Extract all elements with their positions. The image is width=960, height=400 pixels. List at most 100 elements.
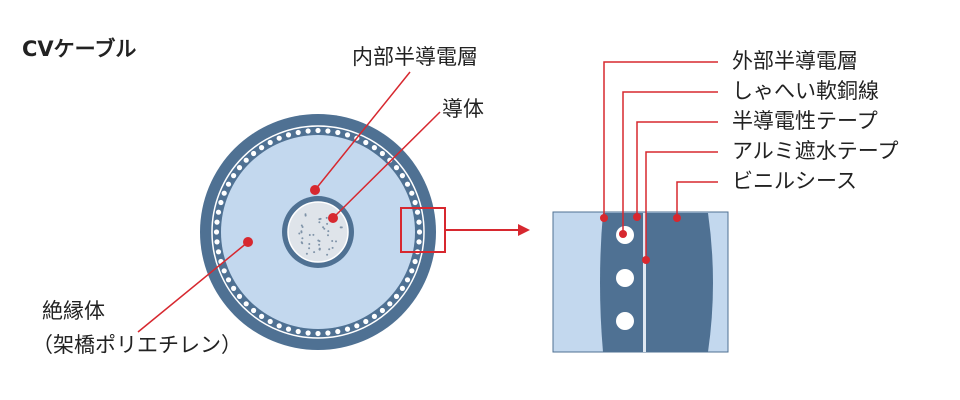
shield-wire-dot — [276, 323, 282, 329]
shield-wire-dot — [325, 330, 331, 336]
conductor-strand-dot — [308, 234, 311, 236]
shield-wire-dot — [231, 173, 237, 179]
shield-wire-dot — [354, 323, 360, 329]
conductor-strand-dot — [322, 226, 325, 229]
conductor-strand-dot — [312, 233, 315, 236]
shield-wire-dot — [416, 219, 422, 225]
shield-wire-dot — [213, 229, 220, 235]
conductor-strand-dot — [318, 218, 321, 221]
conductor-strand-dot — [305, 252, 308, 255]
shield-wire-dot — [344, 132, 351, 138]
conductor-strand-dot — [318, 221, 321, 224]
shield-wire-dot — [221, 268, 227, 274]
label-aluminum-tape: アルミ遮水テープ — [732, 139, 899, 163]
conductor-strand-dot — [327, 234, 329, 237]
conductor-strand-dot — [300, 224, 303, 227]
detail-aluminum-tape — [643, 213, 646, 352]
shield-wire-dot — [404, 181, 411, 187]
shield-wire-dot — [285, 132, 292, 138]
conductor-strand-dot — [323, 227, 326, 230]
detail-semiconductive-tape — [638, 213, 643, 352]
shield-wire-dot — [243, 301, 249, 307]
conductor-strand-dot — [331, 246, 334, 249]
conductor-strands — [298, 213, 343, 256]
shield-wire-dot — [295, 328, 301, 335]
shield-wire-dot — [259, 313, 265, 319]
shield-wire-dot — [214, 219, 220, 225]
shield-wire-dot — [218, 199, 224, 206]
leader-dots-right — [600, 213, 681, 264]
detail-vinyl-sheath — [646, 213, 713, 352]
shield-wire-dot — [371, 145, 377, 151]
shield-wire-dots — [213, 127, 423, 337]
label-outer-semiconductive: 外部半導電層 — [732, 49, 858, 73]
shield-wire-dot — [267, 318, 273, 325]
shield-wire-dot — [231, 285, 237, 291]
conductor-strand-dot — [301, 242, 304, 245]
shield-wire-dot — [387, 301, 393, 307]
shield-wire-dot — [276, 135, 282, 141]
label-conductor: 導体 — [442, 97, 484, 121]
conductor-core — [287, 201, 349, 263]
shield-wire-dot — [393, 293, 400, 299]
magnified-detail — [552, 211, 729, 353]
shield-wire-dot — [259, 145, 265, 151]
shield-wire-dot — [416, 229, 423, 235]
shield-wire-dot — [399, 285, 405, 291]
shield-wire-dot — [371, 313, 377, 319]
conductor-strand-dot — [331, 240, 334, 242]
shield-wire-dot — [295, 129, 301, 136]
detail-shield-wire-2 — [616, 269, 634, 287]
leader-lines-right — [603, 61, 718, 260]
shield-wire-dot — [363, 318, 369, 325]
leader-dots-left — [243, 185, 338, 247]
label-semiconductive-tape: 半導電性テープ — [732, 109, 878, 133]
shield-wire-dot — [215, 249, 222, 255]
shield-wire-dot — [225, 181, 232, 187]
shield-wire-dot — [251, 307, 257, 314]
shield-wire-dot — [404, 277, 411, 283]
shield-wire-dot — [214, 239, 220, 245]
shield-wire-dot — [335, 328, 341, 335]
conductor-strand-dot — [301, 226, 304, 228]
conductor-strand-dot — [325, 216, 328, 219]
shield-wire-dot — [393, 165, 400, 171]
shield-wire-dot — [363, 139, 369, 146]
shield-wire-dot — [305, 330, 311, 336]
label-insulation-material: （架橋ポリエチレン） — [32, 333, 242, 357]
shield-wire-dot — [315, 127, 321, 134]
conductor-strand-dot — [304, 214, 307, 217]
label-vinyl-sheath: ビニルシース — [732, 169, 857, 193]
shield-wire-dot — [267, 139, 273, 146]
conductor-strand-dot — [301, 237, 304, 240]
shield-wire-dot — [387, 157, 393, 163]
shield-wire-dot — [409, 190, 415, 196]
shield-wire-dot — [379, 307, 385, 314]
shield-wire-dot — [315, 330, 321, 337]
shield-wire-dot — [412, 199, 418, 206]
shield-wire-dot — [243, 157, 249, 163]
shield-wire-dot — [414, 209, 421, 215]
shield-wire-dot — [251, 150, 257, 157]
conductor-strand-dot — [298, 232, 301, 235]
conductor-strand-dot — [318, 243, 321, 246]
conductor-strand-dot — [308, 247, 311, 250]
shield-wire-dot — [409, 268, 415, 274]
conductor-strand-dot — [313, 251, 316, 254]
leader-lines-left — [137, 71, 441, 333]
conductor-strand-dot — [326, 253, 329, 256]
conductor-strand-dot — [335, 240, 337, 243]
shield-wire-dot — [215, 209, 222, 215]
detail-shield-wire-3 — [616, 312, 634, 330]
conductor-strand-dot — [308, 243, 311, 245]
label-inner-semiconductive: 内部半導電層 — [352, 45, 478, 69]
shield-wire-dot — [412, 258, 418, 265]
conductor-strand-dot — [339, 226, 342, 229]
shield-wire-dot — [399, 173, 405, 179]
conductor-strand-dot — [326, 222, 329, 225]
conductor-strand-dot — [318, 240, 321, 243]
conductor-strand-dot — [328, 248, 331, 251]
conductor-strand-dot — [318, 248, 321, 251]
shield-wire-dot — [325, 128, 331, 134]
